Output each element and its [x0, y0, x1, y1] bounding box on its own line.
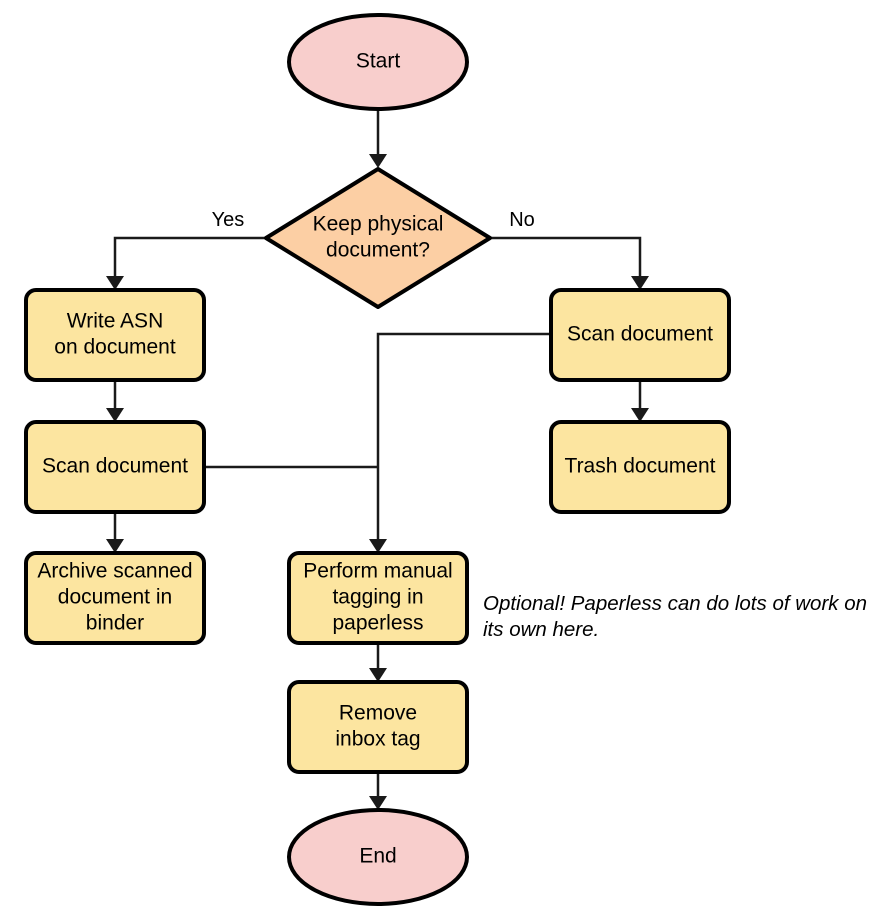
process-shape	[287, 680, 469, 774]
edge-write-asn-to-scan-left	[106, 380, 124, 422]
node-label-line: Trash document	[565, 455, 716, 478]
annotation-line: Optional! Paperless can do lots of work …	[483, 592, 867, 615]
terminator-shape	[287, 13, 469, 111]
node-label-line: Scan document	[42, 455, 188, 478]
edge-scan-right-to-trash	[631, 380, 649, 422]
annotation-optional-note: Optional! Paperless can do lots of work …	[483, 592, 867, 641]
arrow-head-icon	[369, 539, 387, 553]
edge-decision-no-to-scan-right: No	[490, 209, 649, 290]
process-shape	[24, 288, 206, 382]
annotation-line: its own here.	[483, 618, 599, 641]
node-label-line: Remove	[339, 702, 417, 725]
arrow-head-icon	[369, 154, 387, 168]
decision-shape	[264, 167, 492, 309]
node-archive-scanned-document-in-binder[interactable]: Archive scanned document in binder	[24, 551, 206, 645]
node-label-line: Archive scanned	[37, 560, 192, 583]
edge-remove-inbox-tag-to-end	[369, 772, 387, 810]
process-shape	[24, 551, 206, 645]
node-label-line: Start	[356, 50, 401, 73]
node-label-line: on document	[54, 336, 176, 359]
terminator-shape	[287, 808, 469, 906]
node-label-line: paperless	[332, 612, 423, 635]
node-label-line: binder	[86, 612, 144, 635]
node-label-line: tagging in	[332, 586, 423, 609]
node-label-line: Scan document	[567, 323, 713, 346]
arrow-head-icon	[631, 408, 649, 422]
arrow-head-icon	[369, 668, 387, 682]
arrow-head-icon	[106, 539, 124, 553]
node-start[interactable]: Start	[287, 13, 469, 111]
edge-path	[376, 332, 551, 545]
edge-path	[490, 236, 642, 282]
node-label-line: inbox tag	[335, 728, 420, 751]
process-shape	[549, 420, 731, 514]
node-scan-document-left[interactable]: Scan document	[24, 420, 206, 514]
arrow-head-icon	[106, 408, 124, 422]
process-shape	[24, 420, 206, 514]
node-label-line: document in	[58, 586, 172, 609]
arrow-head-icon	[106, 276, 124, 290]
edge-scan-left-to-archive	[106, 512, 124, 553]
edge-manual-tagging-to-remove-inbox-tag	[369, 643, 387, 682]
node-remove-inbox-tag[interactable]: Remove inbox tag	[287, 680, 469, 774]
node-label-line: End	[359, 845, 396, 868]
edge-path	[113, 236, 266, 282]
node-label-line: Perform manual	[303, 560, 452, 583]
arrow-head-icon	[631, 276, 649, 290]
node-keep-physical-document[interactable]: Keep physical document?	[264, 167, 492, 309]
edge-label-no: No	[509, 209, 535, 231]
edge-start-to-decision	[369, 109, 387, 168]
node-scan-document-right[interactable]: Scan document	[549, 288, 731, 382]
process-shape	[287, 551, 469, 645]
node-perform-manual-tagging-in-paperless[interactable]: Perform manual tagging in paperless	[287, 551, 469, 645]
node-trash-document[interactable]: Trash document	[549, 420, 731, 514]
node-label-line: Write ASN	[67, 310, 163, 333]
arrow-head-icon	[369, 796, 387, 810]
edge-scan-right-to-manual-tagging	[369, 332, 551, 553]
edge-decision-yes-to-write-asn: Yes	[106, 209, 266, 290]
edge-label-yes: Yes	[212, 209, 245, 231]
node-label-line: Keep physical	[313, 213, 444, 236]
node-label-line: document?	[326, 239, 430, 262]
process-shape	[549, 288, 731, 382]
node-end[interactable]: End	[287, 808, 469, 906]
node-write-asn-on-document[interactable]: Write ASN on document	[24, 288, 206, 382]
annotations-layer: Optional! Paperless can do lots of work …	[483, 592, 867, 641]
edges-layer: Yes No	[106, 109, 649, 810]
